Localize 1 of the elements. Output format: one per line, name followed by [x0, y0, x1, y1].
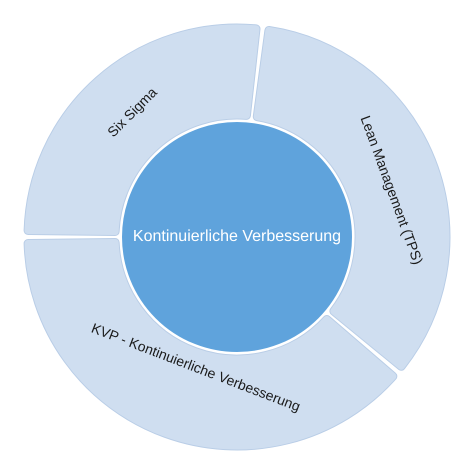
center-label: Kontinuierliche Verbesserung [132, 227, 342, 247]
